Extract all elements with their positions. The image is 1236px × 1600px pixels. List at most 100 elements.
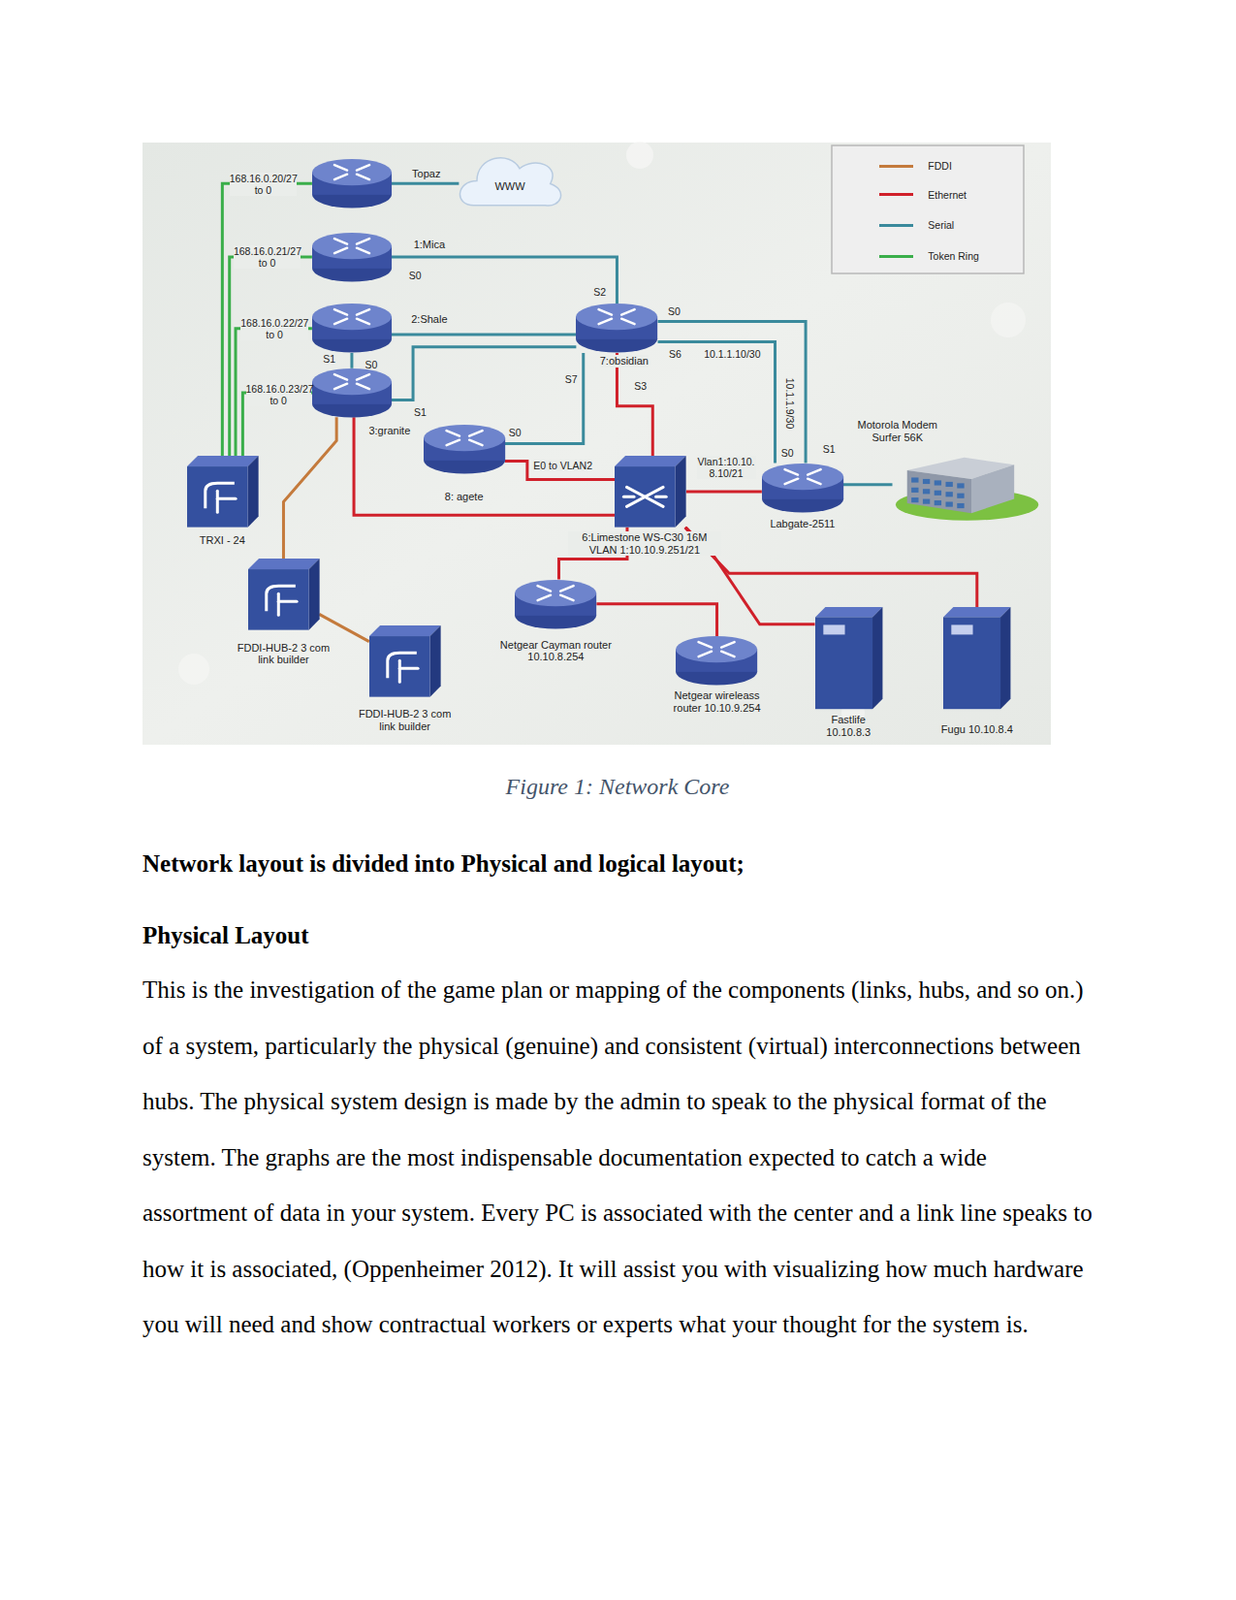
water-drop (178, 653, 210, 685)
device-icon (248, 558, 320, 631)
icon-stroke (276, 594, 280, 616)
router-icon: 2:Shale (312, 303, 392, 352)
network-link (616, 352, 653, 456)
figure-caption: Figure 1: Network Core (506, 773, 730, 800)
icon-stroke (334, 248, 348, 254)
network-link (221, 183, 313, 456)
port-label: S2 (593, 285, 606, 298)
port-label: S0 (365, 358, 379, 371)
server-panel (950, 624, 973, 634)
network-link (686, 490, 762, 494)
building-front (906, 470, 971, 513)
network-link (596, 603, 717, 637)
device-icon (423, 424, 506, 474)
device-label: TRXI - 24 (199, 534, 246, 547)
device-icon (815, 606, 883, 709)
icon-stroke (278, 600, 297, 603)
icon-stroke (334, 164, 348, 170)
box-top (943, 606, 1011, 617)
icon-stroke (445, 439, 459, 444)
icon-stroke (599, 310, 612, 316)
window (956, 493, 964, 499)
box-front (943, 616, 1001, 709)
icon-stroke (807, 469, 821, 475)
window (911, 497, 919, 503)
hub-icon: TRXI - 24 (187, 455, 259, 528)
window (921, 498, 929, 504)
window (945, 491, 952, 497)
box-top (614, 455, 687, 467)
window (945, 501, 952, 507)
port-label: S0 (781, 446, 794, 459)
icon-stroke (356, 374, 370, 380)
icon-stroke (469, 439, 482, 444)
figure-background (142, 142, 1051, 745)
legend-swatch (879, 164, 914, 168)
legend-text: Token Ring (927, 250, 980, 262)
box-side (872, 606, 883, 709)
server-icon: Fastlife 10.10.8.3 (815, 606, 883, 709)
icon-stroke (624, 495, 635, 499)
device-icon (514, 579, 597, 629)
network-link (283, 416, 337, 559)
network-link (658, 320, 807, 463)
window (933, 490, 941, 496)
icon-stroke (356, 318, 370, 324)
building-icon: Motorola Modem Surfer 56K (892, 448, 1036, 521)
device-icon (312, 158, 392, 208)
router-icon: 7:obsidian (575, 303, 658, 352)
box-front (815, 616, 873, 709)
device-label: FDDI-HUB-2 3 com link builder (234, 641, 333, 666)
router-top (312, 232, 392, 259)
icon-stroke (722, 651, 735, 657)
icon-stroke (399, 666, 418, 670)
legend-text: FDDI (927, 159, 952, 172)
window (956, 482, 964, 488)
icon-stroke (656, 495, 667, 499)
device-icon (761, 463, 844, 512)
box-side (1000, 606, 1011, 709)
device-label: 6:Limestone WS-C30 16M VLAN 1:10.10.9.25… (568, 531, 722, 556)
network-link (505, 352, 584, 444)
icon-stroke (334, 374, 348, 380)
box-front (248, 570, 310, 632)
port-label: S0 (667, 305, 681, 317)
network-link (391, 256, 618, 304)
device-label: 2:Shale (411, 313, 447, 326)
router-top (312, 158, 392, 186)
link-label: 168.16.0.21/27 to 0 (233, 245, 301, 269)
body-paragraph: This is the investigation of the game pl… (142, 961, 1098, 1353)
network-link (353, 416, 615, 515)
device-icon (187, 455, 259, 528)
network-link (349, 352, 353, 369)
device-icon (369, 625, 442, 698)
section-heading: Network layout is divided into Physical … (142, 849, 1112, 879)
box-top (369, 625, 442, 636)
water-drop (990, 302, 1026, 338)
window (933, 479, 941, 485)
icon-stroke (334, 174, 348, 180)
building-side (971, 464, 1015, 513)
device-label: Netgear wireleass router 10.10.9.254 (661, 689, 774, 714)
icon-stroke (356, 164, 370, 170)
window (911, 487, 919, 493)
icon-stroke (356, 248, 370, 254)
network-link (658, 341, 776, 463)
icon-stroke (334, 238, 348, 244)
box-top (248, 558, 320, 570)
box-side (247, 455, 258, 528)
legend-swatch (879, 254, 914, 258)
icon-stroke (334, 318, 348, 324)
link-label: E0 to VLAN2 (533, 459, 593, 472)
window (945, 481, 952, 487)
port-label: S6 (668, 348, 682, 360)
device-label: WWW (494, 180, 525, 193)
hub-arrow (265, 586, 295, 612)
window (933, 500, 941, 506)
hub-arrow (204, 483, 234, 509)
icon-stroke (784, 469, 797, 475)
icon-stroke (560, 585, 573, 591)
network-link (685, 527, 978, 607)
icon-stroke (217, 497, 236, 501)
